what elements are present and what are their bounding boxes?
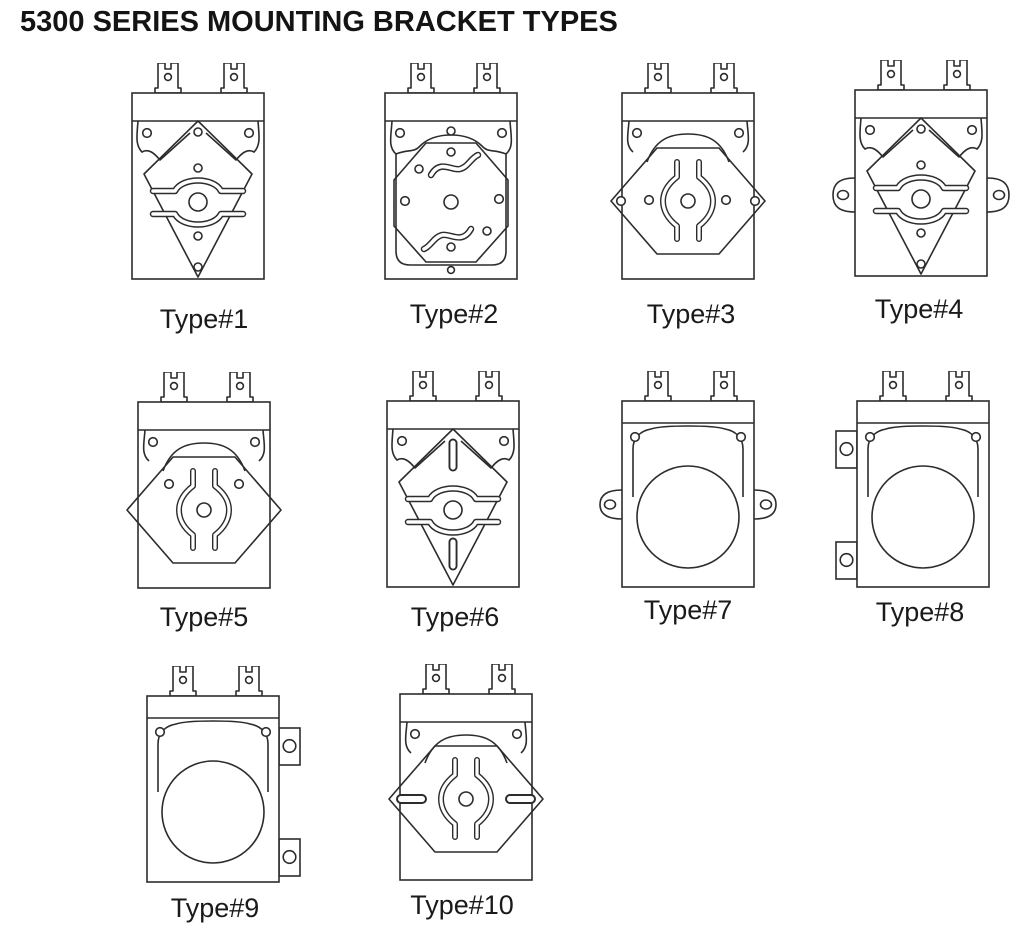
figure-label-type-8: Type#8 [875, 597, 965, 627]
figure-label-type-2: Type#2 [409, 299, 499, 329]
motor-bracket-drawing-type-6 [386, 371, 520, 588]
figure-label-type-3: Type#3 [646, 299, 736, 329]
figure-type-4 [826, 60, 1016, 290]
figure-label-type-4: Type#4 [874, 294, 964, 324]
figure-type-8 [828, 371, 1018, 601]
figure-type-7 [593, 371, 783, 601]
figure-label-type-1: Type#1 [159, 304, 249, 334]
figure-label-type-6: Type#6 [410, 602, 500, 632]
figure-type-2 [356, 63, 546, 293]
figure-label-type-9: Type#9 [170, 893, 260, 923]
motor-bracket-drawing-type-4 [832, 60, 1010, 277]
page-title: 5300 SERIES MOUNTING BRACKET TYPES [20, 6, 618, 38]
motor-bracket-drawing-type-1 [131, 63, 265, 280]
figure-type-6 [358, 371, 548, 601]
motor-bracket-drawing-type-10 [388, 664, 544, 881]
motor-bracket-drawing-type-9 [146, 666, 301, 883]
figure-label-type-10: Type#10 [410, 890, 514, 920]
figure-label-type-7: Type#7 [643, 595, 733, 625]
figure-type-1 [103, 63, 293, 293]
figure-type-3 [593, 63, 783, 293]
motor-bracket-drawing-type-8 [835, 371, 990, 588]
figure-type-10 [371, 664, 561, 894]
motor-bracket-drawing-type-2 [384, 63, 518, 280]
figure-type-5 [109, 372, 299, 602]
motor-bracket-drawing-type-5 [126, 372, 282, 589]
motor-bracket-drawing-type-3 [610, 63, 766, 280]
figure-type-9 [118, 666, 308, 896]
figure-label-type-5: Type#5 [159, 602, 249, 632]
motor-bracket-drawing-type-7 [599, 371, 777, 588]
